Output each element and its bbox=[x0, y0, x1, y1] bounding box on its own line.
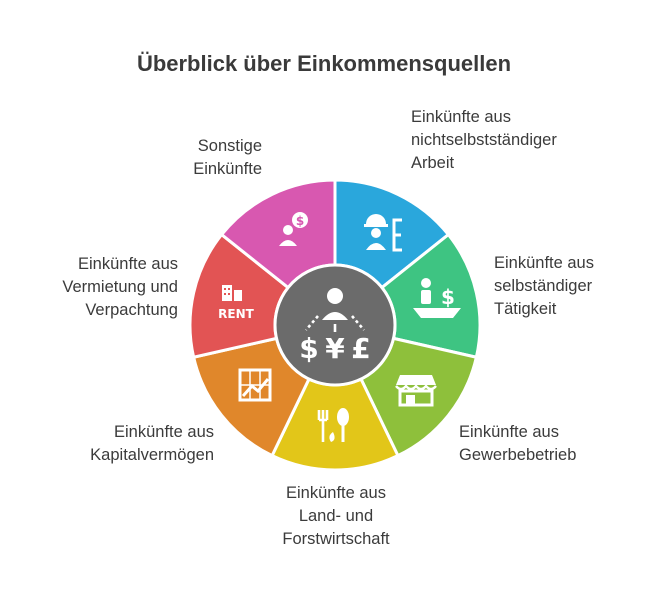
label-land-forstwirtschaft: Einkünfte aus Land- und Forstwirtschaft bbox=[282, 484, 390, 548]
label-nichtselbststaendige-arbeit: Einkünfte aus nichtselbstständiger Arbei… bbox=[411, 108, 557, 172]
person-coin-icon: $ bbox=[279, 212, 308, 246]
coin-dollar-text: $ bbox=[296, 214, 304, 228]
label-gewerbebetrieb: Einkünfte aus Gewerbebetrieb bbox=[459, 423, 577, 464]
worker-icon bbox=[364, 214, 402, 252]
dollar-glyph: $ bbox=[299, 332, 318, 365]
fork-leaf-icon bbox=[317, 408, 349, 442]
storefront-icon bbox=[395, 375, 437, 407]
label-selbstaendige-taetigkeit: Einkünfte aus selbständiger Tätigkeit bbox=[494, 254, 594, 318]
growth-chart-icon bbox=[238, 368, 272, 402]
rent-building-icon: RENT bbox=[218, 285, 255, 321]
label-vermietung-verpachtung: Einkünfte aus Vermietung und Verpachtung bbox=[62, 255, 178, 319]
yen-glyph: ¥ bbox=[325, 332, 345, 365]
pound-glyph: £ bbox=[351, 332, 370, 365]
diagram-title: Überblick über Einkommensquellen bbox=[136, 51, 512, 76]
label-kapitalvermoegen: Einkünfte aus Kapitalvermögen bbox=[90, 423, 214, 464]
person-currencies-icon: $ ¥ £ bbox=[299, 288, 371, 365]
dollar-sign-text: $ bbox=[441, 285, 455, 309]
rent-label-text: RENT bbox=[218, 307, 254, 321]
freelancer-money-icon: $ bbox=[413, 278, 461, 318]
label-sonstige-einkuenfte: Sonstige Einkünfte bbox=[193, 137, 262, 178]
